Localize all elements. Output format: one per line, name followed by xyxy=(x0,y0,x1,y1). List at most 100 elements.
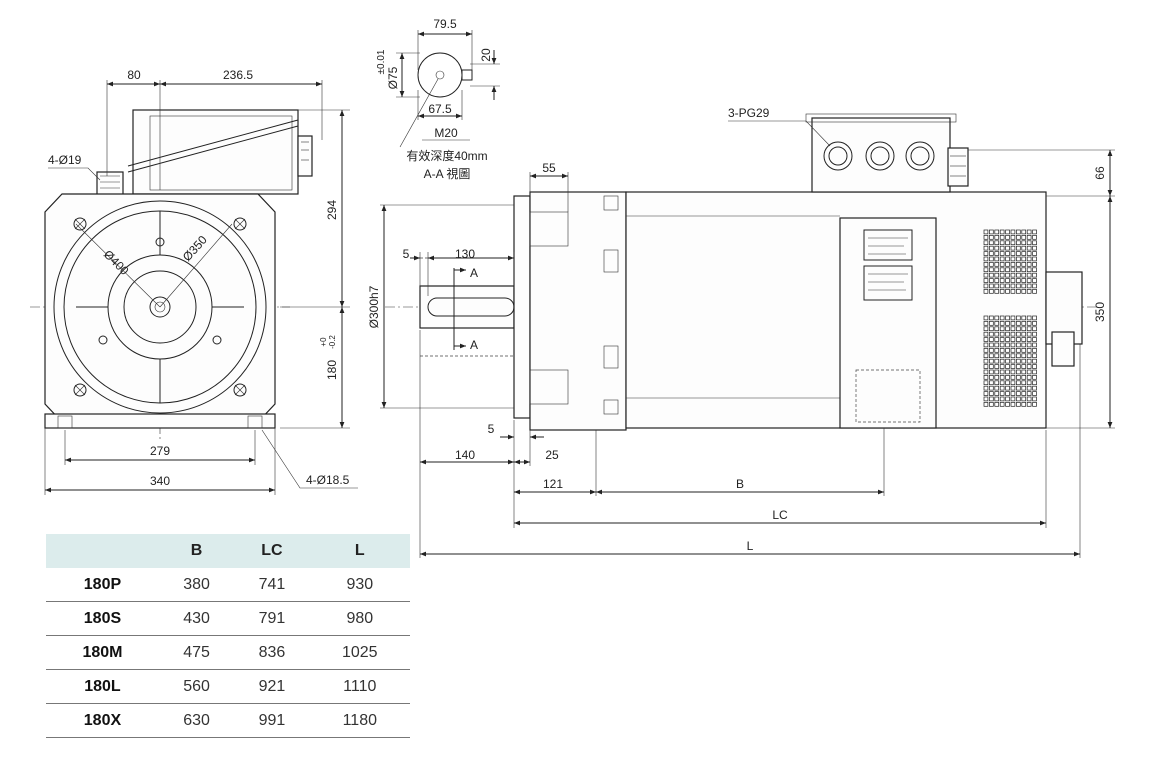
vent-slot xyxy=(1032,256,1037,262)
side-terminal-box xyxy=(811,117,951,193)
table-cell-b: 560 xyxy=(158,669,235,704)
nameplate-panel xyxy=(839,217,937,429)
vent-slot xyxy=(999,321,1005,326)
vent-slot xyxy=(1026,375,1032,380)
vent-slot xyxy=(989,358,994,364)
vent-slot xyxy=(1010,267,1016,273)
vent-slot xyxy=(1005,256,1010,262)
vent-slot xyxy=(994,240,1000,246)
vent-slot xyxy=(994,229,1000,235)
table-cell-l: 1180 xyxy=(309,703,410,738)
vent-slot xyxy=(1021,369,1027,375)
vent-slot xyxy=(1026,326,1032,332)
vent-slot xyxy=(1010,262,1016,267)
vent-slot xyxy=(1032,353,1037,359)
vent-slot xyxy=(999,240,1005,246)
vent-slot xyxy=(999,283,1005,289)
vent-slot xyxy=(1032,278,1037,283)
vent-slot xyxy=(1016,262,1021,267)
label-gland-holes: 4-Ø19 xyxy=(48,153,82,167)
vent-slot xyxy=(1010,358,1016,364)
vent-slot xyxy=(999,353,1005,359)
vent-slot xyxy=(994,251,1000,256)
vent-slot xyxy=(989,375,994,380)
vent-slot xyxy=(1021,262,1027,267)
vent-slot xyxy=(994,385,1000,391)
vent-slot xyxy=(1010,251,1016,256)
table-row: 180L 560 921 1110 xyxy=(46,669,410,704)
vent-slot xyxy=(1010,240,1016,246)
vent-slot xyxy=(994,283,1000,289)
vent-slot xyxy=(1026,267,1032,273)
table-header-b: B xyxy=(158,534,235,568)
vent-slot xyxy=(1016,358,1021,364)
vent-slot xyxy=(1026,364,1032,369)
table-header-row: B LC L xyxy=(46,534,410,568)
vent-slot xyxy=(1016,321,1021,326)
dim-flange-thk: 25 xyxy=(545,448,559,462)
vent-slot xyxy=(1021,326,1027,332)
vent-slot xyxy=(1032,358,1037,364)
vent-slot xyxy=(1021,337,1027,342)
vent-slot xyxy=(1005,245,1010,251)
label-gland-ports: 3-PG29 xyxy=(728,106,770,120)
vent-slot xyxy=(1026,380,1032,386)
table-cell-lc: 991 xyxy=(234,703,310,738)
table-cell-l: 1025 xyxy=(309,635,410,670)
vent-slot xyxy=(1010,235,1016,240)
vent-slot xyxy=(994,326,1000,332)
vent-slot xyxy=(1021,315,1027,321)
vent-slot xyxy=(999,358,1005,364)
vent-slot xyxy=(1005,321,1010,326)
vent-slot xyxy=(1032,251,1037,256)
vent-slot xyxy=(989,402,994,407)
vent-slot xyxy=(1026,245,1032,251)
vent-slot xyxy=(1005,267,1010,273)
vent-slot xyxy=(983,331,989,337)
vent-slot xyxy=(1026,391,1032,396)
table-cell-model: 180X xyxy=(46,703,159,738)
table-header-l: L xyxy=(309,534,410,568)
vent-slot xyxy=(1005,235,1010,240)
vent-slot xyxy=(994,272,1000,278)
vent-slot xyxy=(1026,315,1032,321)
vent-slot xyxy=(1026,337,1032,342)
vent-slot xyxy=(1021,342,1027,348)
vent-slot xyxy=(1016,402,1021,407)
vent-slot xyxy=(1026,283,1032,289)
vent-slot xyxy=(1005,272,1010,278)
vent-slot xyxy=(1005,331,1010,337)
vent-slot xyxy=(983,385,989,391)
vent-slot xyxy=(994,375,1000,380)
vent-slot xyxy=(1010,402,1016,407)
vent-slot xyxy=(1016,391,1021,396)
dim-thread: M20 xyxy=(434,126,458,140)
note-view-title: A-A 視圖 xyxy=(424,166,471,181)
vent-slot xyxy=(1032,369,1037,375)
table-header-lc: LC xyxy=(234,534,310,568)
vent-slot xyxy=(1026,321,1032,326)
vent-slot xyxy=(994,391,1000,396)
vent-slot xyxy=(989,391,994,396)
vent-slot xyxy=(1005,251,1010,256)
table-cell-model: 180S xyxy=(46,601,159,636)
vent-slot xyxy=(983,251,989,256)
vent-slot xyxy=(1016,375,1021,380)
vent-slot xyxy=(1016,337,1021,342)
vent-slot xyxy=(989,229,994,235)
vent-slot xyxy=(999,331,1005,337)
vent-slot xyxy=(999,342,1005,348)
vent-slot xyxy=(1032,235,1037,240)
vent-slot xyxy=(994,331,1000,337)
vent-slot xyxy=(1016,283,1021,289)
vent-slot xyxy=(999,402,1005,407)
vent-slot xyxy=(1010,353,1016,359)
vent-slot xyxy=(983,380,989,386)
vent-slot xyxy=(1016,364,1021,369)
vent-slot xyxy=(1005,364,1010,369)
vent-slot xyxy=(1032,396,1037,402)
vent-slot xyxy=(983,245,989,251)
vent-slot xyxy=(1021,380,1027,386)
vent-slot xyxy=(1010,321,1016,326)
vent-slot xyxy=(1032,240,1037,246)
